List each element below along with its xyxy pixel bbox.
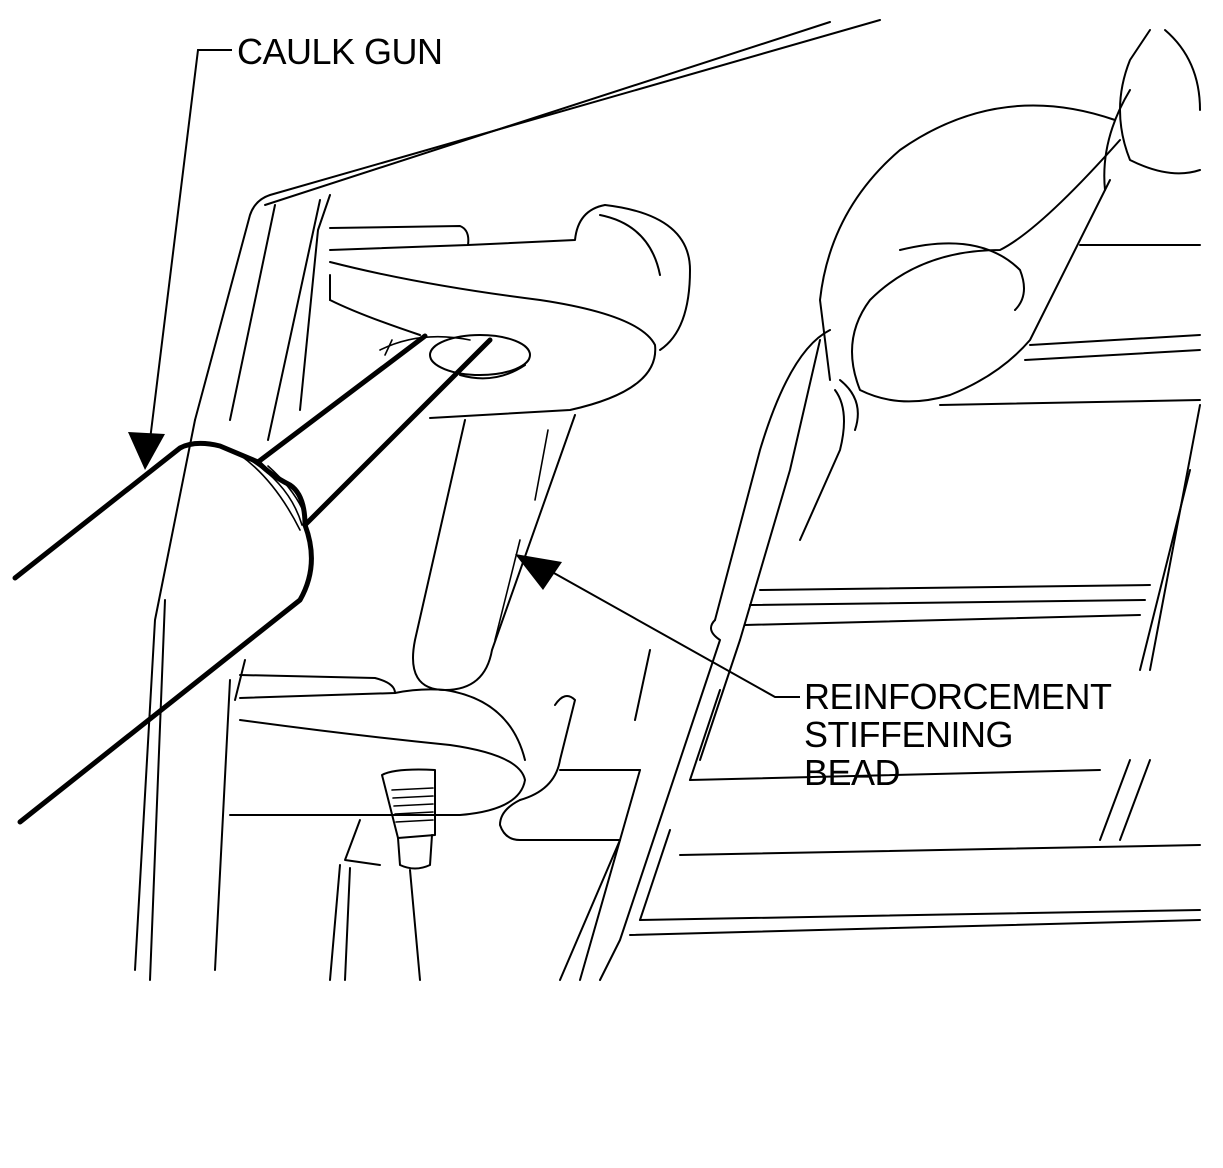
right-structure <box>559 29 1201 981</box>
reinforcement-label-line1: REINFORCEMENT <box>804 676 1112 717</box>
lower-bracket <box>229 674 641 841</box>
reinforcement-leader <box>515 554 800 698</box>
upper-bracket <box>329 204 691 419</box>
caulk-gun-arrowhead <box>128 432 165 470</box>
caulk-gun <box>12 333 493 825</box>
reinforcement-arrowhead <box>515 554 562 590</box>
caulk-gun-label: CAULK GUN <box>237 31 443 72</box>
floor-panel-outline <box>134 19 881 981</box>
caulk-gun-leader <box>128 49 232 470</box>
reinforcement-bead <box>412 414 576 691</box>
reinforcement-label-line2: STIFFENING <box>804 714 1014 755</box>
threaded-stud <box>329 768 436 981</box>
reinforcement-label-line3: BEAD <box>804 752 901 793</box>
